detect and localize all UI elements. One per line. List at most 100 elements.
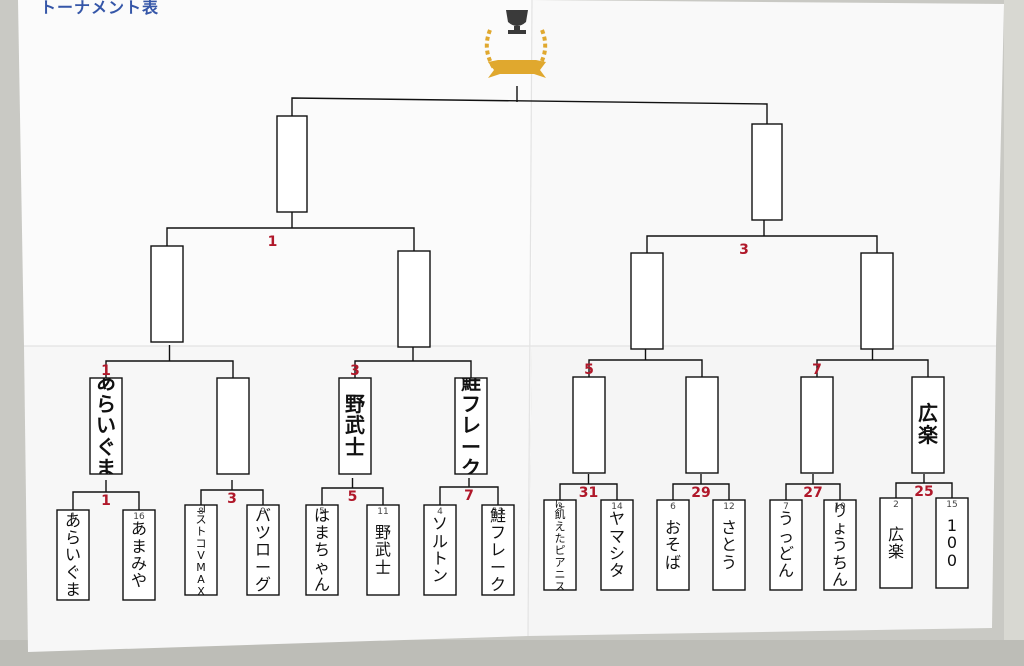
- entry-box-r1-7: [423, 504, 457, 596]
- score-r1-match-4: 7: [464, 488, 474, 504]
- seed-number-6: 11: [377, 507, 389, 517]
- quarterfinal-name-8: 広楽: [918, 401, 938, 447]
- trophy-icon: [484, 10, 548, 78]
- score-r1-match-8: 25: [914, 484, 934, 500]
- entry-box-qf-2: [216, 377, 250, 475]
- entry-box-r1-3: [184, 504, 218, 596]
- entry-box-qf-4: [454, 377, 488, 475]
- score-sf-match-2: 3: [739, 242, 749, 258]
- seed-number-14: 10: [834, 502, 846, 512]
- entry-box-r1-10: [600, 499, 634, 591]
- entry-box-r1-6: [366, 504, 400, 596]
- score-r1-match-6: 29: [691, 485, 711, 501]
- first-round-name-7: ソルトン: [431, 514, 448, 586]
- entry-box-r1-5: [305, 504, 339, 596]
- first-round-name-6: 野武士: [374, 523, 391, 577]
- bracket-connector-final: [291, 97, 768, 124]
- entry-box-r1-15: [879, 497, 913, 589]
- entry-box-r1-4: [246, 504, 280, 596]
- semifinal-name-1: [151, 246, 183, 342]
- seed-number-8: 13: [492, 507, 504, 517]
- paper-sheet-top-left: [18, 0, 532, 346]
- entry-box-qf-5: [572, 376, 606, 474]
- entry-box-sf-1: [150, 245, 184, 343]
- quarterfinal-name-7: [801, 377, 833, 473]
- seed-number-1: 1: [70, 512, 76, 522]
- entry-box-r1-11: [656, 499, 690, 591]
- seed-number-7: 4: [437, 507, 443, 517]
- quarterfinal-name-4: 鮭フレーク: [461, 378, 481, 474]
- seed-number-9: 3: [557, 502, 563, 512]
- score-r1-match-1: 1: [101, 493, 111, 509]
- entry-box-r1-16: [935, 497, 969, 589]
- first-round-name-12: さとう: [720, 518, 737, 572]
- trophy-base: [508, 30, 526, 34]
- seed-number-15: 2: [893, 500, 899, 510]
- score-r1-match-2: 3: [227, 491, 237, 507]
- seed-number-11: 6: [670, 502, 676, 512]
- entry-box-r1-13: [769, 499, 803, 591]
- score-qf-match-4: 7: [812, 362, 822, 378]
- entry-box-sf-3: [630, 252, 664, 350]
- entry-box-r1-8: [481, 504, 515, 596]
- bracket-lines: [72, 86, 953, 510]
- seed-number-4: 9: [260, 507, 266, 517]
- entry-box-r1-1: [56, 509, 90, 601]
- paper-seam-vertical: [527, 0, 533, 637]
- seed-number-12: 12: [723, 502, 735, 512]
- entry-box-sf-2: [397, 250, 431, 348]
- entry-box-r1-9: [543, 499, 577, 591]
- seed-number-13: 7: [783, 502, 789, 512]
- first-round-name-8: 鮭フレーク: [489, 505, 506, 594]
- semifinal-name-3: [631, 253, 663, 349]
- first-round-name-2: あまみや: [130, 519, 147, 591]
- score-qf-match-2: 3: [350, 363, 360, 379]
- quarterfinal-name-6: [686, 377, 718, 473]
- first-round-name-14: りょうちん: [831, 500, 848, 589]
- first-round-name-1: あらいぐま: [64, 510, 81, 599]
- first-round-name-11: おそば: [664, 518, 681, 572]
- entry-box-qf-7: [800, 376, 834, 474]
- trophy-ribbon: [488, 60, 546, 78]
- final-name-2: [752, 124, 782, 220]
- final-name-1: [277, 116, 307, 212]
- seed-number-16: 15: [946, 500, 958, 510]
- entry-box-qf-8: [911, 376, 945, 474]
- score-r1-match-3: 5: [347, 489, 358, 505]
- entry-box-r1-14: [823, 499, 857, 591]
- trophy-cup: [506, 10, 528, 26]
- score-sf-match-1: 1: [267, 234, 278, 250]
- bracket-connector-sf-match-2: [646, 235, 878, 253]
- first-round-name-9: 愛に飢えたピアニスト: [554, 500, 566, 590]
- bracket-boxes: [56, 115, 969, 601]
- semifinal-name-4: [861, 253, 893, 349]
- score-qf-match-1: 1: [101, 363, 111, 379]
- score-r1-match-7: 27: [803, 485, 823, 501]
- entry-box-sf-4: [860, 252, 894, 350]
- first-round-name-5: はまちゃん: [313, 505, 330, 594]
- trophy-stem: [514, 26, 520, 30]
- seed-number-3: 8: [198, 507, 204, 517]
- first-round-name-10: ヤマシタ: [608, 509, 625, 581]
- first-round-name-4: バツローグ: [254, 505, 271, 594]
- entry-box-r1-12: [712, 499, 746, 591]
- seed-number-2: 16: [133, 512, 145, 522]
- first-round-name-13: うっどん: [777, 509, 794, 581]
- entry-box-final-1: [276, 115, 308, 213]
- entry-box-r1-2: [122, 509, 156, 601]
- header-text: トーナメント表: [40, 0, 160, 17]
- quarterfinal-name-3: 野武士: [345, 391, 365, 459]
- seed-number-5: 5: [319, 507, 325, 517]
- first-round-name-15: 広楽: [887, 524, 904, 561]
- entry-box-qf-3: [338, 377, 372, 475]
- score-r1-match-5: 31: [578, 485, 599, 501]
- quarterfinal-name-1: あらいぐま: [96, 378, 116, 474]
- quarterfinal-name-5: [573, 377, 605, 473]
- entry-box-qf-1: [89, 377, 123, 475]
- seed-number-10: 14: [611, 502, 623, 512]
- quarterfinal-name-2: [217, 378, 249, 474]
- paper-sheet-bottom-right: [528, 346, 996, 636]
